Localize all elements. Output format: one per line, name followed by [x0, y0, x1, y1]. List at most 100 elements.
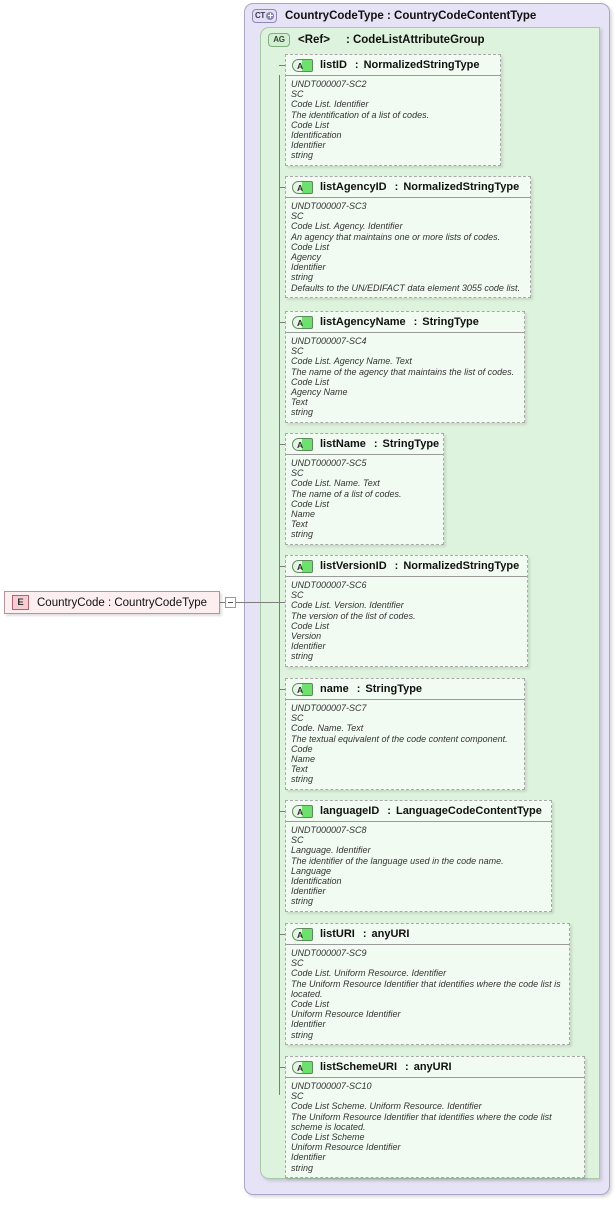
- annotation-line: Name: [291, 509, 316, 520]
- annotation-line: The identification of a list of codes.: [291, 109, 430, 120]
- annotation-line: SC: [291, 958, 304, 969]
- attribute-group-type: : CodeListAttributeGroup: [345, 34, 485, 46]
- attribute-icon: A: [292, 927, 313, 941]
- annotation-line: Identifier: [291, 1019, 326, 1030]
- attribute-icon: A: [292, 58, 313, 72]
- attribute-icon-label: A: [297, 440, 304, 450]
- annotation-line: The name of the agency that maintains th…: [291, 366, 515, 377]
- attribute-name: listName: [320, 438, 366, 450]
- annotation-line: string: [291, 896, 314, 907]
- annotation-line: UNDT000007-SC5: [291, 458, 367, 468]
- annotation-line: Identification: [291, 130, 342, 141]
- connector-stub: [279, 322, 288, 323]
- attribute-separator: :: [373, 438, 378, 450]
- annotation-line: Code: [291, 743, 313, 754]
- annotation-line: UNDT000007-SC2: [291, 79, 367, 89]
- connector-stub: [279, 566, 288, 567]
- attribute-name: listSchemeURI: [320, 1061, 398, 1073]
- annotation-line: SC: [291, 346, 304, 357]
- element-label: CountryCode : CountryCodeType: [37, 596, 208, 609]
- attribute-type: NormalizedStringType: [403, 181, 520, 193]
- attribute-group-header: AG <Ref> : CodeListAttributeGroup: [261, 28, 485, 52]
- connector-stub: [279, 811, 288, 812]
- annotation-line: Code List. Agency. Identifier: [291, 221, 403, 232]
- annotation-line: Uniform Resource Identifier: [291, 1009, 401, 1020]
- connector-stub: [279, 187, 288, 188]
- attribute-group-icon[interactable]: AG: [268, 33, 290, 47]
- annotation-line: The identifier of the language used in t…: [291, 855, 504, 866]
- attribute-icon-label: A: [297, 318, 304, 328]
- annotation-line: The Uniform Resource Identifier that ide…: [291, 1111, 552, 1132]
- attribute-type: anyURI: [413, 1061, 452, 1073]
- attribute-icon: A: [292, 1060, 313, 1074]
- attribute-type: LanguageCodeContentType: [395, 805, 542, 817]
- annotation-line: UNDT000007-SC6: [291, 580, 367, 590]
- annotation-line: UNDT000007-SC3: [291, 201, 367, 211]
- element-countrycode[interactable]: E CountryCode : CountryCodeType: [4, 591, 220, 614]
- annotation-line: string: [291, 651, 314, 662]
- complex-type-icon[interactable]: CT: [252, 8, 277, 23]
- annotation-line: Agency: [291, 252, 322, 263]
- annotation-line: Code List: [291, 498, 330, 509]
- annotation-line: Version: [291, 631, 322, 642]
- attribute-separator: :: [405, 1061, 409, 1073]
- annotation-line: The textual equivalent of the code conte…: [291, 733, 508, 744]
- annotation-line: Uniform Resource Identifier: [291, 1142, 401, 1153]
- attribute-icon: A: [292, 559, 313, 573]
- attribute-icon-label: A: [297, 1063, 304, 1073]
- attribute-type: StringType: [365, 683, 423, 695]
- attribute-name: listVersionID: [320, 560, 387, 572]
- attribute-icon-label: A: [297, 930, 304, 940]
- attribute-group-ref: <Ref>: [298, 34, 330, 46]
- attribute-name: listAgencyID: [320, 181, 387, 193]
- annotation-line: Code List. Identifier: [291, 99, 369, 110]
- annotation-line: SC: [291, 89, 304, 100]
- attribute-icon-label: A: [297, 61, 304, 71]
- annotation-line: Code List: [291, 376, 330, 387]
- annotation-line: SC: [291, 468, 304, 479]
- annotation-line: Code List. Agency Name. Text: [291, 356, 412, 367]
- annotation-line: string: [291, 1029, 314, 1040]
- annotation-line: Identifier: [291, 886, 326, 897]
- attribute-separator: :: [387, 805, 391, 817]
- annotation-line: Code List. Uniform Resource. Identifier: [291, 968, 447, 979]
- annotation-line: string: [291, 272, 314, 283]
- attribute-separator: :: [413, 316, 418, 328]
- annotation-line: UNDT000007-SC4: [291, 336, 367, 346]
- complex-type-icon-label: CT: [254, 10, 266, 20]
- collapse-toggle[interactable]: [225, 597, 236, 608]
- attribute-name: languageID: [320, 805, 380, 817]
- annotation-line: Code. Name. Text: [291, 723, 364, 734]
- attribute-separator: :: [394, 181, 399, 193]
- attribute-separator: :: [354, 59, 359, 71]
- annotation-line: Text: [291, 764, 308, 775]
- annotation-line: string: [291, 1162, 314, 1173]
- attribute-icon: A: [292, 437, 313, 451]
- annotation-line: Identifier: [291, 641, 326, 652]
- expand-plus-icon[interactable]: [266, 11, 275, 20]
- attribute-icon: A: [292, 804, 313, 818]
- connector-toggle-to-group: [236, 602, 292, 603]
- connector-stub: [279, 1067, 288, 1068]
- annotation-line: Code List. Name. Text: [291, 478, 380, 489]
